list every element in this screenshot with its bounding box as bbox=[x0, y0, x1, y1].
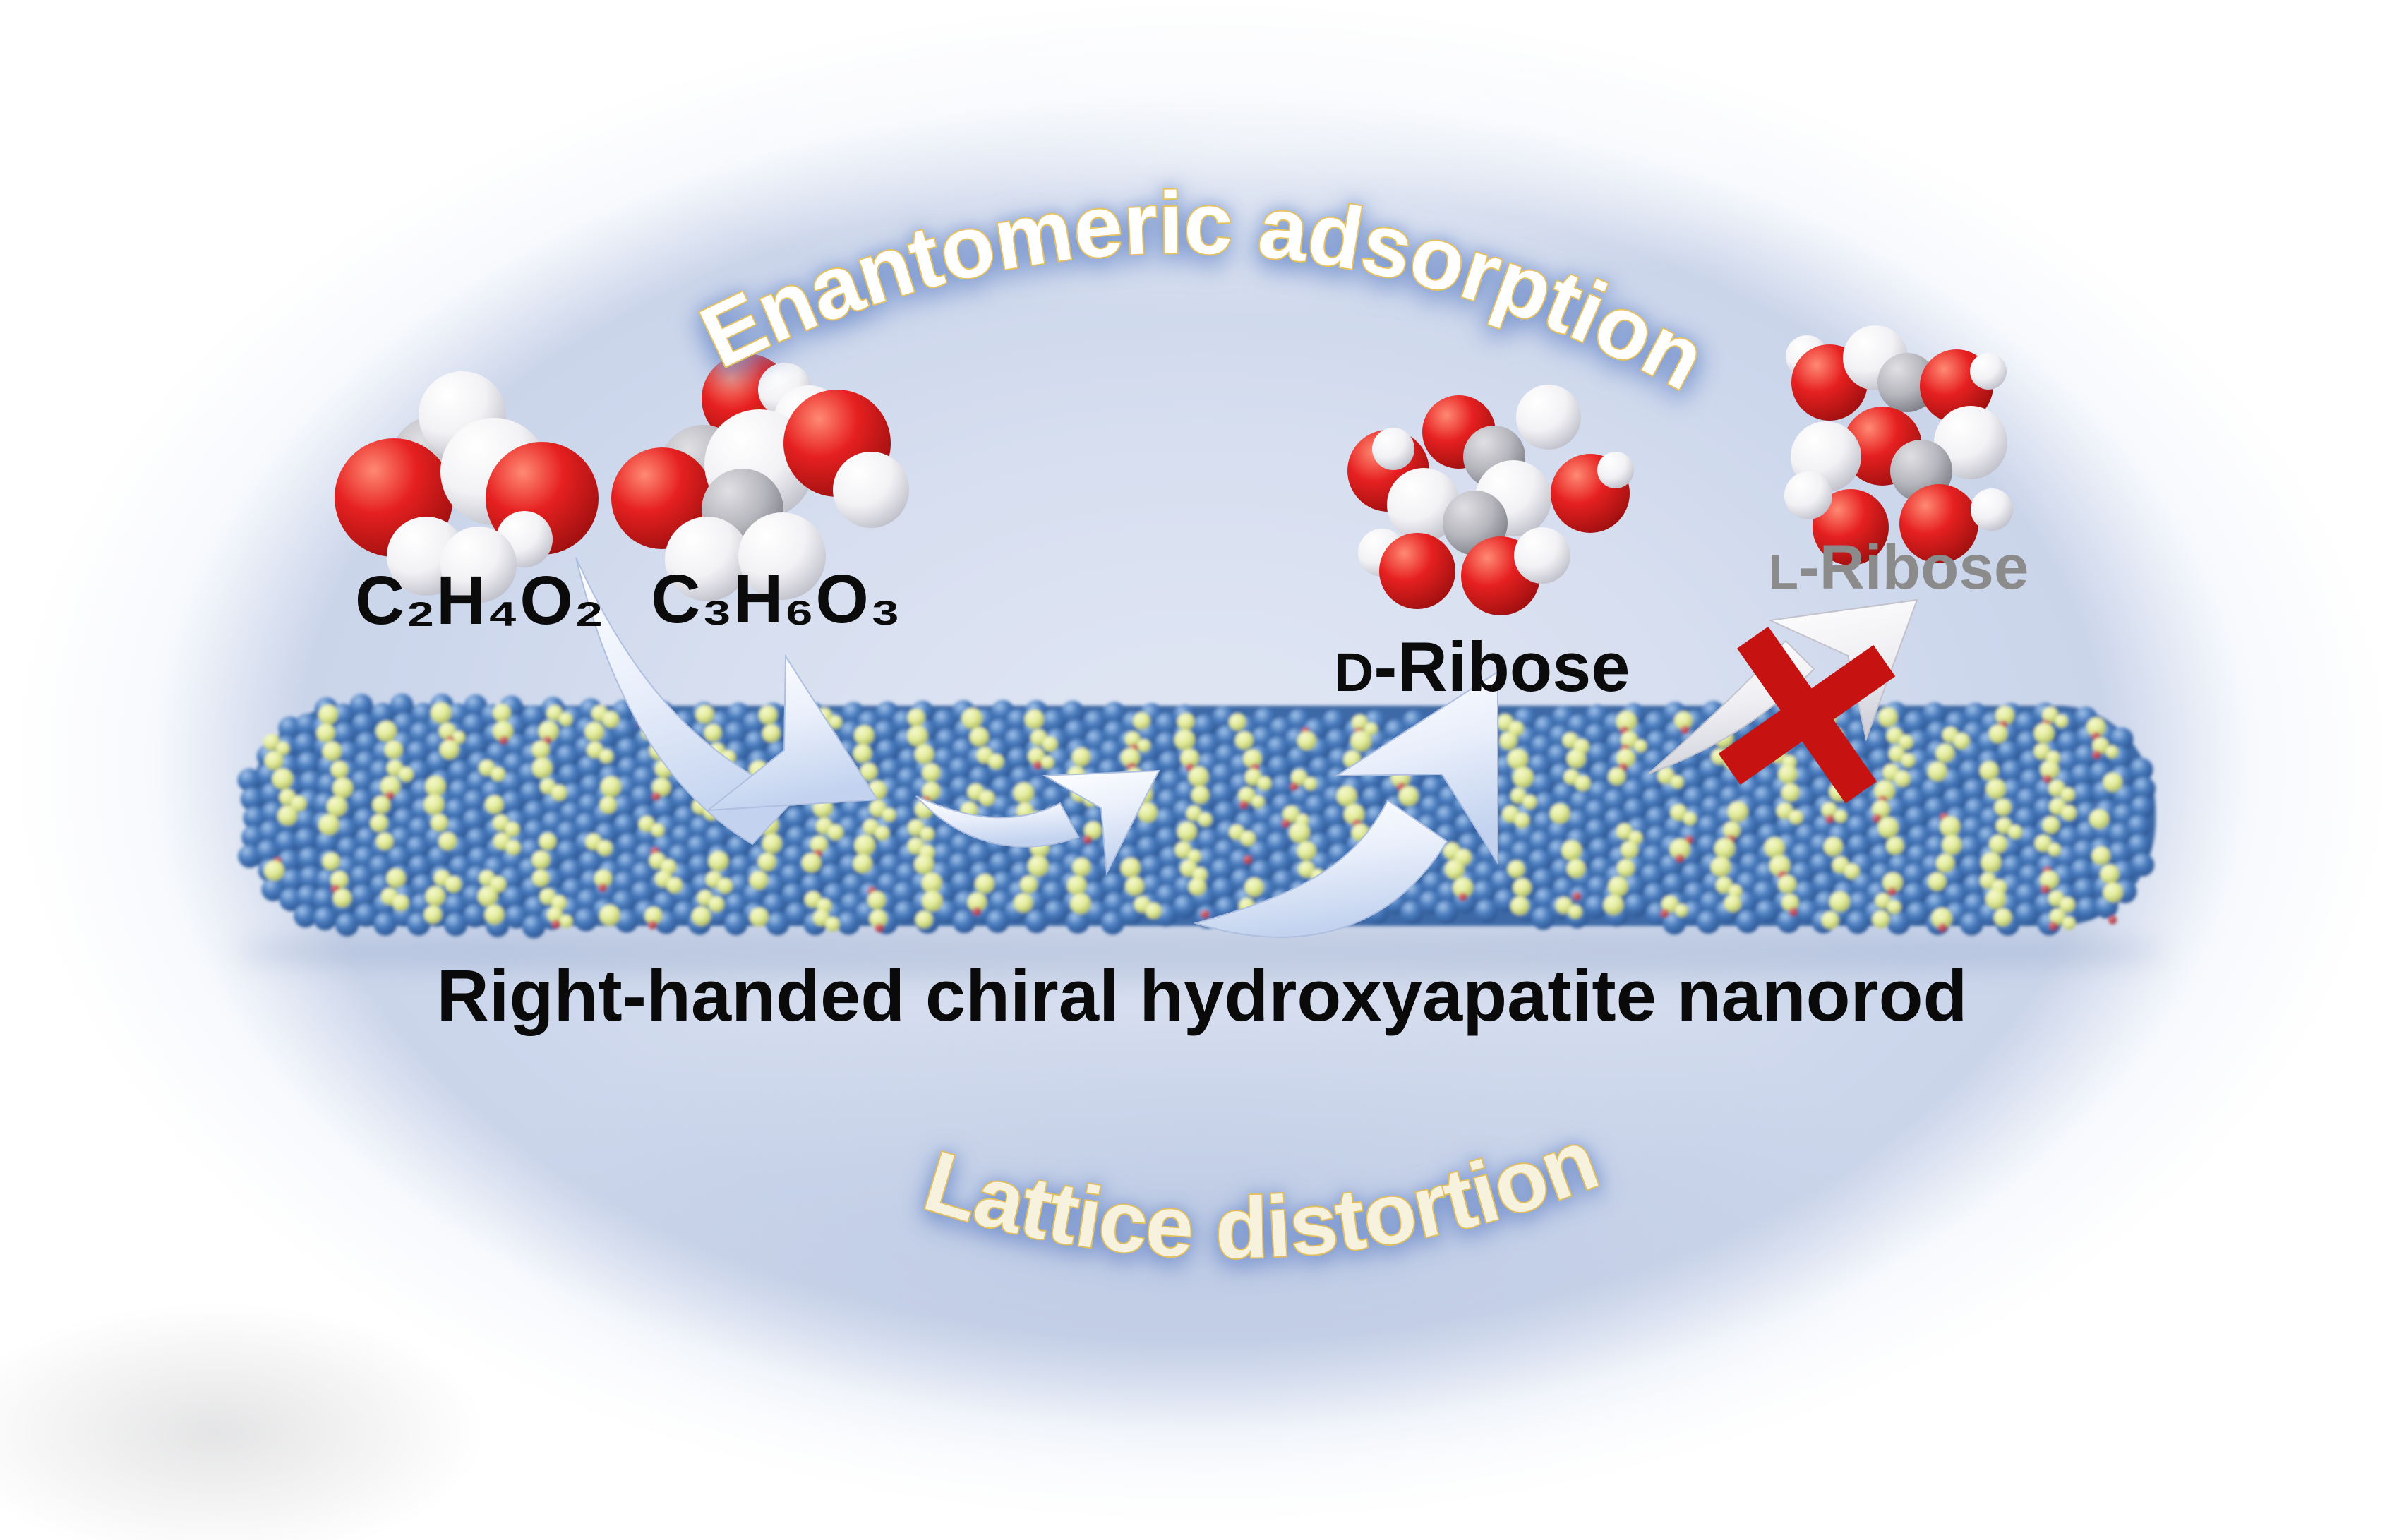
c2h4o2-molecule bbox=[335, 371, 599, 603]
reaction-arrows bbox=[575, 557, 1918, 938]
nanorod-spheres bbox=[237, 693, 2156, 939]
d-suffix: -Ribose bbox=[1374, 627, 1630, 706]
l-ribose-label: L-Ribose bbox=[1743, 531, 2054, 603]
c3h6o3-label: C₃H₆O₃ bbox=[651, 560, 902, 637]
forbidden-cross-icon bbox=[1718, 626, 1896, 804]
d-prefix: D bbox=[1334, 642, 1374, 703]
curved-arrow-along-rod-icon bbox=[915, 769, 1160, 876]
d-ribose-label: D-Ribose bbox=[1292, 627, 1673, 707]
nanorod bbox=[237, 693, 2156, 939]
nanorod-caption: Right-handed chiral hydroxyapatite nanor… bbox=[436, 955, 1968, 1036]
nanorod-shadow bbox=[236, 922, 2163, 981]
banner-top-text: Enantomeric adsorption bbox=[687, 174, 1720, 409]
c2h4o2-label: C₂H₄O₂ bbox=[355, 562, 605, 639]
curved-arrow-into-rod-icon bbox=[575, 557, 879, 846]
banner-bottom-text: Lattice distortion bbox=[914, 1111, 1609, 1277]
l-suffix: -Ribose bbox=[1798, 531, 2029, 602]
l-prefix: L bbox=[1768, 544, 1799, 599]
curved-arrow-to-d-ribose-icon bbox=[1193, 670, 1498, 938]
c3h6o3-molecule bbox=[611, 354, 909, 601]
d-ribose-molecule bbox=[1347, 385, 1634, 615]
l-ribose-molecule bbox=[1784, 325, 2013, 565]
